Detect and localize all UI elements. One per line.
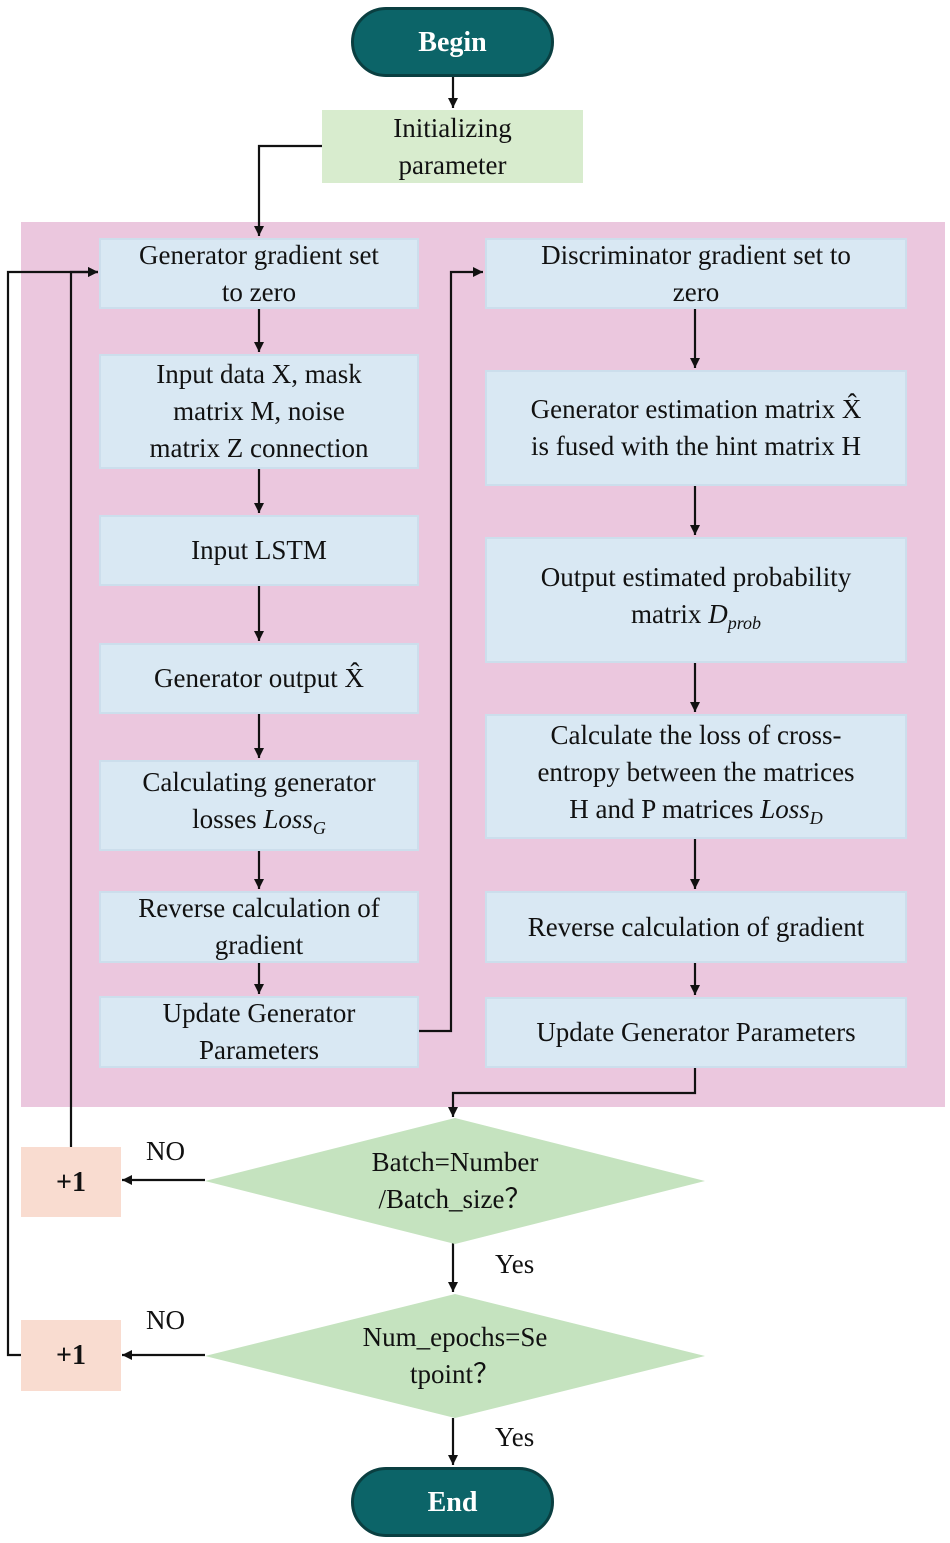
generator-loss-symbol: Loss: [263, 804, 313, 834]
begin-label: Begin: [418, 26, 487, 58]
input-connection-line-2: matrix M, noise: [173, 396, 345, 426]
discriminator-update-box: Update Generator Parameters: [485, 997, 907, 1068]
input-connection-line-3: matrix Z connection: [149, 433, 369, 463]
input-connection-line-1: Input data X, mask: [156, 359, 362, 389]
generator-loss-line-2: losses LossG: [192, 801, 326, 847]
probability-box: Output estimated probability matrix Dpro…: [485, 537, 907, 663]
batch-increment-label: +1: [56, 1166, 86, 1198]
discriminator-loss-line-3: H and P matrices LossD: [569, 791, 822, 837]
initialize-line-2: parameter: [398, 149, 507, 180]
discriminator-loss-subscript: D: [809, 807, 823, 828]
generator-update-line-2: Parameters: [199, 1035, 319, 1065]
discriminator-loss-symbol: Loss: [760, 793, 810, 824]
batch-increment-box: +1: [21, 1147, 121, 1217]
batch-decision-shape: [205, 1118, 705, 1244]
initialize-box: Initializing parameter: [322, 110, 583, 183]
generator-backward-box: Reverse calculation of gradient: [99, 891, 419, 963]
batch-decision-line-2: /Batch_size？: [378, 1184, 532, 1214]
epochs-yes-label: Yes: [495, 1422, 535, 1452]
discriminator-zero-grad-line-2: zero: [672, 276, 720, 307]
discriminator-loss-line-2: entropy between the matrices: [537, 756, 855, 787]
batch-yes-label: Yes: [495, 1249, 535, 1279]
probability-line-1: Output estimated probability: [540, 561, 852, 592]
initialize-line-1: Initializing: [393, 112, 512, 143]
epochs-decision-line-2: tpoint？: [409, 1359, 500, 1389]
probability-symbol: D: [708, 598, 728, 629]
input-lstm-box: Input LSTM: [99, 515, 419, 586]
begin-terminal: Begin: [351, 7, 554, 77]
generator-loss-line-1: Calculating generator: [142, 767, 376, 797]
generator-zero-grad-box: Generator gradient set to zero: [99, 238, 419, 309]
epochs-decision-shape: [205, 1294, 705, 1418]
discriminator-loss-line-1: Calculate the loss of cross-: [550, 719, 842, 750]
discriminator-backward-box: Reverse calculation of gradient: [485, 891, 907, 963]
epochs-increment-label: +1: [56, 1340, 86, 1371]
generator-update-line-1: Update Generator: [162, 998, 356, 1028]
end-terminal: End: [351, 1467, 554, 1537]
generator-zero-grad-line-2: to zero: [221, 276, 297, 307]
batch-no-label: NO: [146, 1136, 185, 1166]
generator-output-box: Generator output X̂: [99, 643, 419, 714]
input-lstm-label: Input LSTM: [191, 535, 327, 565]
epochs-decision-line-1: Num_epochs=Se: [362, 1322, 548, 1352]
generator-zero-grad-line-1: Generator gradient set: [139, 239, 379, 270]
generator-loss-prefix: losses: [192, 804, 264, 834]
generator-loss-subscript: G: [312, 818, 326, 838]
generator-output-label: Generator output X̂: [154, 663, 364, 693]
batch-decision: Batch=Number /Batch_size？: [205, 1118, 705, 1244]
batch-decision-line-1: Batch=Number: [371, 1147, 539, 1177]
epochs-no-label: NO: [146, 1305, 185, 1335]
fuse-hint-line-1: Generator estimation matrix X̂: [530, 394, 862, 424]
probability-prefix: matrix: [630, 598, 709, 629]
epochs-increment-box: +1: [21, 1320, 121, 1391]
generator-loss-box: Calculating generator losses LossG: [99, 760, 419, 851]
generator-backward-line-2: gradient: [214, 930, 304, 960]
discriminator-backward-label: Reverse calculation of gradient: [527, 911, 865, 942]
epochs-decision: Num_epochs=Se tpoint？: [205, 1294, 705, 1418]
fuse-hint-line-2: is fused with the hint matrix H: [531, 431, 861, 461]
fuse-hint-box: Generator estimation matrix X̂ is fused …: [485, 370, 907, 486]
discriminator-zero-grad-line-1: Discriminator gradient set to: [541, 239, 851, 270]
generator-update-box: Update Generator Parameters: [99, 996, 419, 1068]
probability-subscript: prob: [727, 612, 762, 633]
probability-line-2: matrix Dprob: [631, 596, 761, 642]
discriminator-loss-prefix: H and P matrices: [569, 793, 761, 824]
discriminator-update-label: Update Generator Parameters: [536, 1017, 856, 1047]
generator-backward-line-1: Reverse calculation of: [138, 893, 380, 923]
discriminator-loss-box: Calculate the loss of cross- entropy bet…: [485, 714, 907, 839]
discriminator-zero-grad-box: Discriminator gradient set to zero: [485, 238, 907, 309]
input-connection-box: Input data X, mask matrix M, noise matri…: [99, 354, 419, 469]
end-label: End: [427, 1486, 478, 1518]
